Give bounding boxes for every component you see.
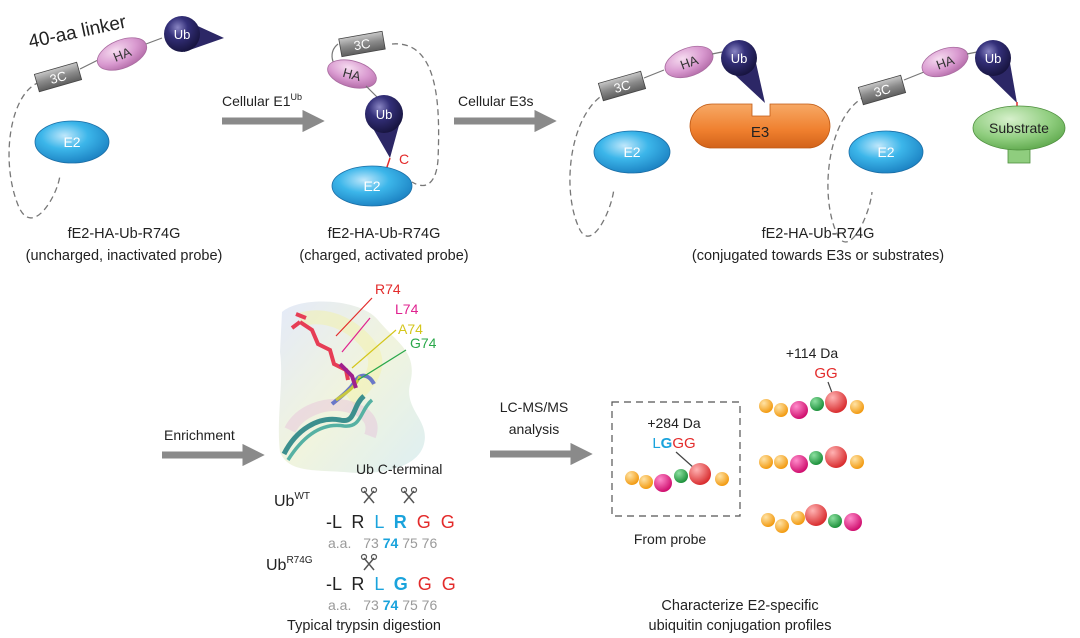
- probe-charged: 3C HA Ub C E2: [327, 30, 440, 207]
- lcms-label-line2: analysis: [509, 421, 560, 437]
- ha-tag-label: HA: [341, 65, 363, 84]
- caption-conjugated-subtitle: (conjugated towards E3s or substrates): [692, 248, 944, 264]
- 3c-tag-label: 3C: [353, 36, 372, 54]
- e2-label: E2: [363, 178, 380, 194]
- lcms-label-line1: LC-MS/MS: [500, 399, 568, 415]
- e2-enzyme: [34, 120, 110, 164]
- probe-tag: LGGG: [652, 435, 695, 452]
- ub-label: Ub: [174, 27, 191, 42]
- probe-caption: From probe: [634, 531, 707, 547]
- cysteine-label: C: [399, 151, 409, 167]
- e3-ligase: [689, 103, 831, 149]
- ub-label: Ub: [731, 51, 748, 66]
- e3-label: E3: [751, 124, 769, 141]
- caption-charged-title: fE2-HA-Ub-R74G: [328, 226, 441, 242]
- ub-wt-name: UbWT: [274, 491, 310, 510]
- structure-caption: Ub C-terminal: [356, 461, 442, 477]
- e2-enzyme: [331, 165, 413, 207]
- peptide-beads-1: [759, 391, 864, 419]
- ub-label: Ub: [985, 51, 1002, 66]
- gg-peptides: +114 Da GG: [759, 345, 864, 533]
- ub-c-terminal-structure: R74 L74 A74 G74 Ub C-terminal: [278, 281, 442, 477]
- ha-tag-label: HA: [111, 44, 134, 65]
- ha-tag: [327, 59, 377, 89]
- e2-label: E2: [63, 134, 80, 150]
- linker-line: [569, 91, 615, 237]
- e2-label: E2: [877, 144, 894, 160]
- ha-tag-label: HA: [934, 52, 956, 72]
- e2-enzyme: [593, 130, 671, 174]
- caption-conjugated-title: fE2-HA-Ub-R74G: [762, 226, 875, 242]
- peptide-beads-3: [761, 504, 862, 533]
- 3c-tag: [33, 61, 83, 93]
- caption-charged-subtitle: (charged, activated probe): [299, 248, 468, 264]
- 3c-tag: [597, 70, 647, 102]
- e2-enzyme: [848, 130, 924, 174]
- ha-tag-label: HA: [678, 52, 700, 72]
- arrow-cellular-e3s: Cellular E3s: [454, 93, 557, 133]
- positions-r74g: a.a. 73 74 75 76: [328, 597, 437, 613]
- 3c-tag-label: 3C: [612, 77, 632, 96]
- probe-peptide-box: +284 Da LGGG From probe: [611, 401, 741, 547]
- 3c-tag: [857, 74, 907, 106]
- arrow-enrichment: Enrichment: [162, 427, 265, 467]
- scissors-icon: [400, 486, 418, 504]
- ub-domain: [721, 40, 757, 76]
- label-l74: L74: [395, 301, 419, 317]
- arrow-enrichment-label: Enrichment: [164, 427, 235, 443]
- final-caption-line2: ubiquitin conjugation profiles: [649, 618, 832, 634]
- label-g74: G74: [410, 335, 437, 351]
- scissors-icon: [360, 486, 378, 504]
- sequence-wt: -L R L R G G: [326, 512, 455, 532]
- arrow-lcms: LC-MS/MS analysis: [490, 399, 593, 466]
- 3c-tag-label: 3C: [48, 68, 68, 87]
- 3c-tag: [338, 30, 386, 58]
- linker-line: [827, 95, 873, 243]
- arrow-cellular-e3s-label: Cellular E3s: [458, 93, 533, 109]
- gg-mass: +114 Da: [786, 345, 838, 361]
- probe-peptide-beads: [625, 463, 729, 492]
- ub-domain: [975, 40, 1011, 76]
- substrate: [972, 105, 1066, 151]
- probe-mass: +284 Da: [647, 415, 701, 431]
- e2-label: E2: [623, 144, 640, 160]
- linker-line: [391, 43, 440, 187]
- sequence-r74g: -L R L G G G: [326, 574, 456, 594]
- final-caption-line1: Characterize E2-specific: [661, 598, 818, 614]
- ub-label: Ub: [376, 107, 393, 122]
- label-a74: A74: [398, 321, 423, 337]
- caption-uncharged-subtitle: (uncharged, inactivated probe): [26, 248, 223, 264]
- probe-uncharged: 40-aa linker 3C HA Ub E2: [8, 12, 224, 219]
- probe-conjugated-e3: 3C HA Ub E3 E2: [569, 40, 831, 237]
- ub-domain: [365, 95, 403, 133]
- arrow-cellular-e1: Cellular E1Ub: [222, 92, 325, 133]
- linker-line: [8, 81, 61, 219]
- probe-conjugated-substrate: 3C HA Ub Substrate E2: [827, 40, 1066, 243]
- sequence-panel: UbWT -L R L R G G a.a. 73 74 75 76 UbR74…: [266, 486, 456, 634]
- scissors-icon: [360, 553, 378, 571]
- caption-uncharged-title: fE2-HA-Ub-R74G: [68, 226, 181, 242]
- arrow-cellular-e1-label: Cellular E1Ub: [222, 92, 302, 109]
- gg-tag: GG: [814, 365, 837, 382]
- ub-domain: [164, 16, 200, 52]
- ub-r74g-name: UbR74G: [266, 555, 313, 574]
- positions-wt: a.a. 73 74 75 76: [328, 535, 437, 551]
- substrate-label: Substrate: [989, 120, 1049, 136]
- label-r74: R74: [375, 281, 401, 297]
- trypsin-caption: Typical trypsin digestion: [287, 618, 441, 634]
- peptide-beads-2: [759, 446, 864, 473]
- 3c-tag-label: 3C: [872, 81, 892, 100]
